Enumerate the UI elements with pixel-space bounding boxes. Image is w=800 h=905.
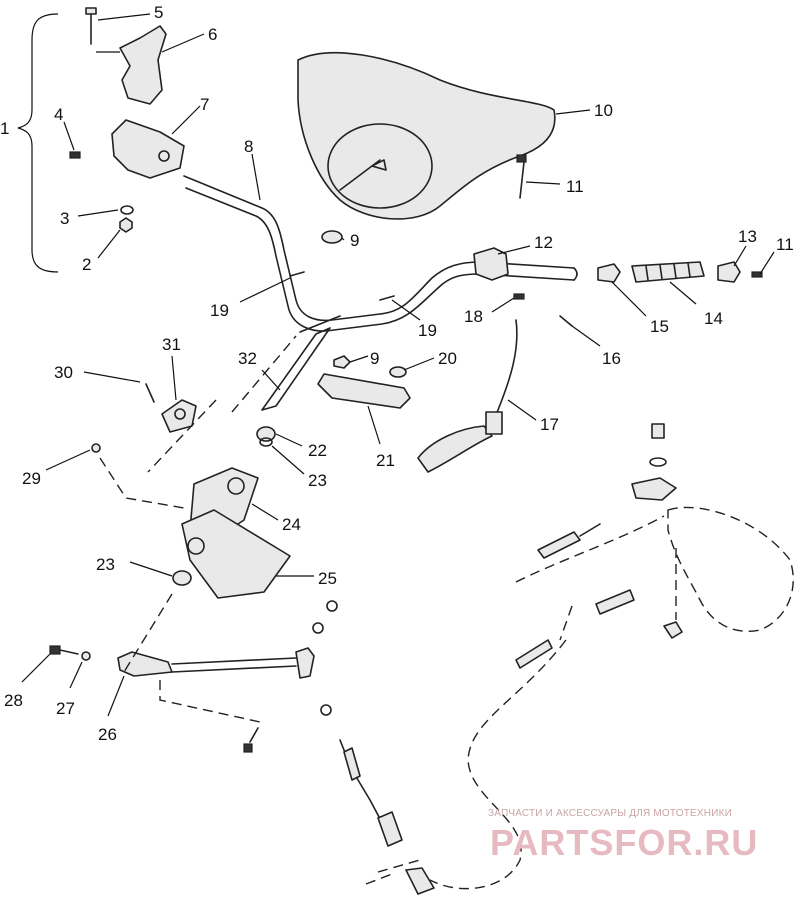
bolt-lower: [243, 727, 259, 753]
bar-end-part-13: [717, 261, 741, 283]
handlebar-pad-part-10: [297, 51, 556, 220]
callout-23-lower: 23: [96, 555, 115, 574]
callout-4: 4: [54, 105, 63, 124]
bolt-part-5: [85, 7, 97, 45]
callout-28: 28: [4, 691, 23, 710]
pitman-arm-part-26: [117, 651, 297, 677]
grip-part-15: [597, 263, 621, 283]
throttle-housing: [631, 423, 794, 639]
callout-8: 8: [244, 137, 253, 156]
bushing-part-23: [259, 437, 273, 447]
tie-rod-end: [295, 600, 338, 716]
watermark-logo: PARTSFOR.RU: [490, 822, 759, 863]
cap-part-9-lower: [333, 355, 351, 369]
assembly-lines: [96, 51, 677, 890]
callout-24: 24: [282, 515, 301, 534]
screw-part-4: [69, 151, 81, 159]
callout-19-right: 19: [418, 321, 437, 340]
callout-14: 14: [704, 309, 723, 328]
callout-7: 7: [200, 95, 209, 114]
handlebar-part-8: [183, 175, 575, 322]
grip-part-14: [631, 261, 705, 283]
bushing-part-22: [256, 426, 276, 442]
callout-15: 15: [650, 317, 669, 336]
callout-5: 5: [154, 3, 163, 22]
washer-part-27: [81, 651, 91, 661]
nut-part-29: [91, 443, 101, 453]
leader-lines: [21, 13, 775, 717]
callout-21: 21: [376, 451, 395, 470]
steering-post-part-32: [261, 315, 341, 411]
screw-part-16: [559, 315, 573, 327]
cap-part-9: [321, 230, 343, 244]
group-bracket: [17, 13, 59, 273]
callout-30: 30: [54, 363, 73, 382]
throttle-cable: [515, 523, 635, 669]
callout-25: 25: [318, 569, 337, 588]
callout-11-end: 11: [776, 235, 794, 254]
callout-9: 9: [350, 231, 359, 250]
callout-13: 13: [738, 227, 757, 246]
callout-32: 32: [238, 349, 257, 368]
nut-part-2: [119, 217, 133, 233]
bracket-part-25: [181, 509, 291, 599]
callout-6: 6: [208, 25, 217, 44]
callout-20: 20: [438, 349, 457, 368]
callout-3: 3: [60, 209, 69, 228]
handlebar-outline: [185, 187, 575, 332]
callout-16: 16: [602, 349, 621, 368]
callout-18: 18: [464, 307, 483, 326]
washer-part-3: [120, 205, 134, 215]
bolt-part-30: [145, 383, 155, 403]
callout-22: 22: [308, 441, 327, 460]
cable-tie-part-19: [289, 271, 395, 301]
callout-labels: 1 2 3 4 5 6 7 8 9 10 11 12 13 14 15 16 1…: [0, 3, 794, 744]
callout-10: 10: [594, 101, 613, 120]
tether-part-17: [417, 319, 518, 473]
screw-part-11: [516, 154, 527, 199]
callout-31: 31: [162, 335, 181, 354]
steering-cable: [339, 739, 435, 895]
callout-26: 26: [98, 725, 117, 744]
screw-part-11-end: [751, 271, 763, 278]
callout-12: 12: [534, 233, 553, 252]
bracket-part-21: [317, 373, 411, 409]
screw-part-18: [513, 293, 525, 300]
handlebar-end-cap: [573, 267, 578, 281]
callout-27: 27: [56, 699, 75, 718]
watermark-tagline: ЗАПЧАСТИ И АКСЕССУАРЫ ДЛЯ МОТОТЕХНИКИ: [488, 808, 733, 819]
callout-11: 11: [566, 177, 584, 196]
switch-housing-part-7: [111, 119, 185, 179]
callout-29: 29: [22, 469, 41, 488]
knob-part-20: [389, 366, 407, 378]
callout-1: 1: [0, 119, 9, 138]
callout-17: 17: [540, 415, 559, 434]
bolt-part-28: [49, 645, 79, 655]
bracket-part-6: [119, 25, 167, 105]
control-housing-part-12: [473, 247, 509, 281]
callout-19: 19: [210, 301, 229, 320]
callout-2: 2: [82, 255, 91, 274]
bushing-part-23-lower: [172, 570, 192, 586]
callout-23: 23: [308, 471, 327, 490]
callout-9-lower: 9: [370, 349, 379, 368]
flange-part-31: [161, 399, 197, 433]
